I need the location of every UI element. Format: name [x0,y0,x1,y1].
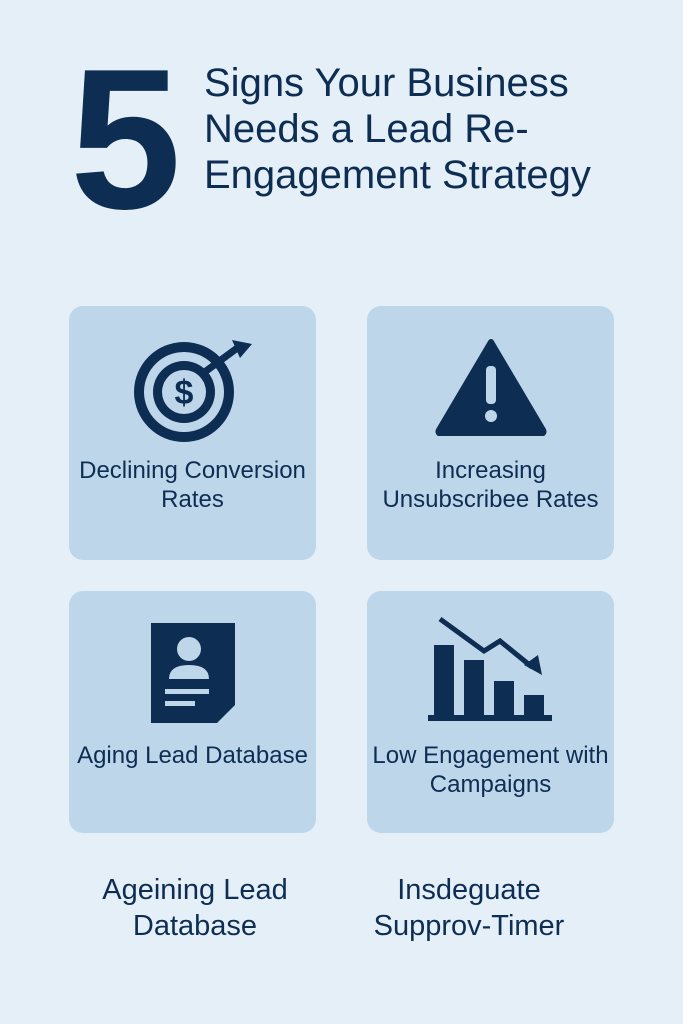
svg-text:$: $ [174,374,193,412]
declining-bar-chart-icon [427,616,552,721]
card-label: Aging Lead Database [77,742,308,769]
target-dollar-icon: $ [133,340,252,442]
footer-right-text: Insdeguate Supprov-Timer [373,874,565,942]
card-low-engagement: Low Engagement with Campaigns [367,591,614,833]
number-five: 5 [70,28,181,251]
contact-card-icon [150,623,235,723]
card-declining-conversion: $ Declining Conversion Rates [69,306,316,560]
footer-left-text: Ageining Lead Database [102,874,288,942]
card-label: Increasing Unsubscribee Rates [382,457,599,513]
card-label: Low Engagement with Campaigns [372,742,609,798]
warning-icon [435,339,546,436]
card-aging-database: Aging Lead Database [69,591,316,833]
card-label: Declining Conversion Rates [79,457,306,513]
page-title: Signs Your Business Needs a Lead Re-Enga… [204,61,591,197]
card-unsubscribe-rates: Increasing Unsubscribee Rates [367,306,614,560]
